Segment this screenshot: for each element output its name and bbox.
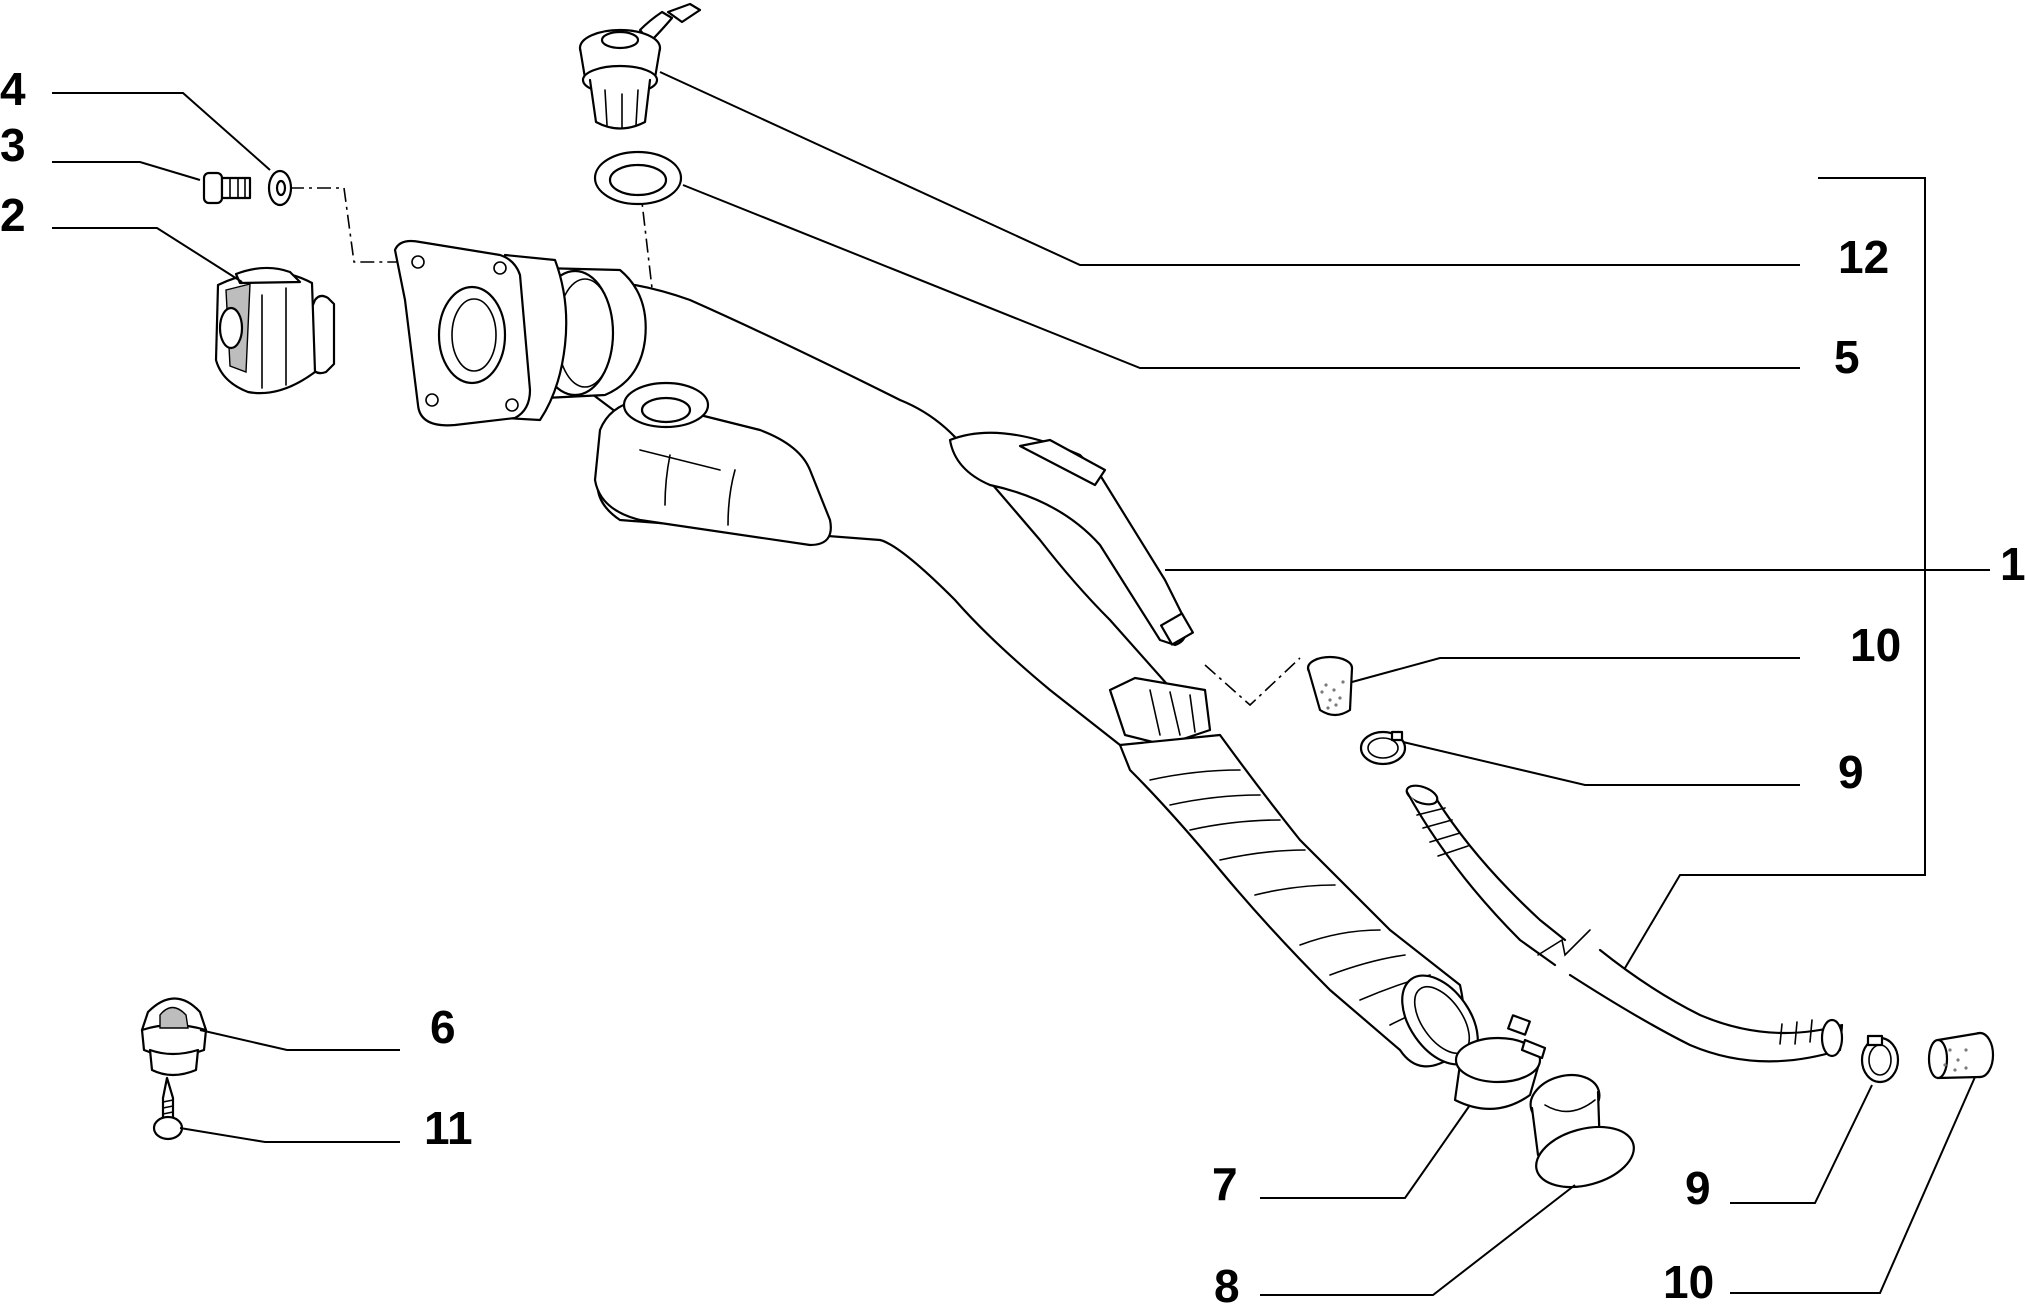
label-2: 2	[0, 189, 26, 241]
label-8: 8	[1214, 1260, 1240, 1304]
label-9-upper: 9	[1838, 746, 1864, 798]
callout-labels: 4 3 2 12 5 1 10 9 6 11 7 9 8 10	[0, 63, 2025, 1304]
part-12-valve	[578, 2, 702, 130]
part-5-seal-ring	[593, 150, 683, 206]
label-9-lower: 9	[1685, 1162, 1711, 1214]
part-4-washer	[267, 169, 293, 207]
label-11: 11	[424, 1102, 473, 1154]
part-8-sleeve	[1529, 1074, 1635, 1189]
part-3-bolt	[202, 171, 252, 205]
part-2-filler-cap	[214, 266, 336, 395]
part-1-filler-neck	[393, 239, 1479, 1068]
assembly-bracket	[1624, 177, 1926, 969]
vent-pipe	[1405, 784, 1844, 1063]
label-6: 6	[430, 1001, 456, 1053]
part-10-filter-lower	[1927, 1031, 1995, 1080]
part-6-buffer	[140, 997, 208, 1077]
label-7: 7	[1212, 1158, 1238, 1210]
part-10-filter-upper	[1306, 655, 1354, 717]
part-9-clip-lower	[1860, 1034, 1900, 1084]
label-12: 12	[1838, 231, 1889, 283]
part-9-clip-upper	[1359, 730, 1407, 766]
label-10-upper: 10	[1850, 619, 1901, 671]
leader-lines	[52, 71, 1990, 1296]
label-10-lower: 10	[1663, 1256, 1714, 1304]
part-11-screw	[152, 1076, 184, 1141]
label-1: 1	[2000, 538, 2025, 590]
part-7-hose-clamp	[1453, 1014, 1547, 1110]
label-4: 4	[0, 63, 26, 115]
label-5: 5	[1834, 331, 1860, 383]
label-3: 3	[0, 119, 26, 171]
